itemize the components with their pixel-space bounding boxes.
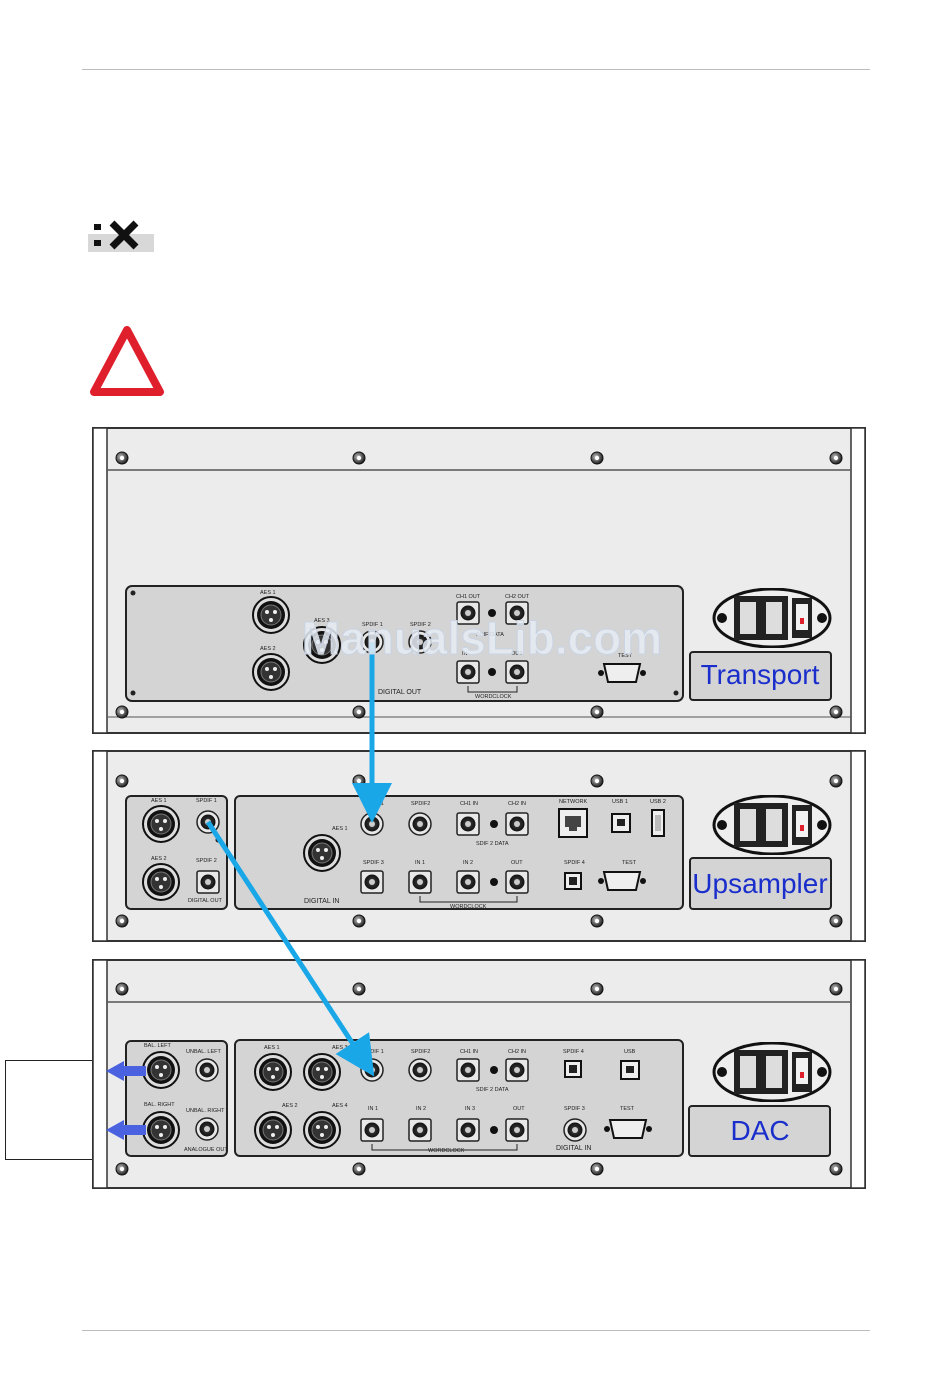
upsampler-ch2in-label: CH2 IN	[508, 801, 526, 807]
dac-spdif4-label: SPDIF 4	[563, 1049, 584, 1055]
dac-spdif3-label: SPDIF 3	[564, 1106, 585, 1112]
upsampler-spdif3-label: SPDIF 3	[363, 860, 384, 866]
dac-bal-right-label: BAL. RIGHT	[144, 1102, 175, 1108]
upsampler-out-label: OUT	[511, 860, 523, 866]
dac-aes1-label: AES 1	[264, 1045, 280, 1051]
dac-out-label: OUT	[513, 1106, 525, 1112]
dac-sdif2-label: SDIF 2 DATA	[476, 1087, 509, 1093]
warning-icon	[90, 326, 164, 396]
dac-analogue-out-label: ANALOGUE OUT	[184, 1147, 228, 1153]
upsampler-unit: AES 1 AES 2 SPDIF 1 SPDIF 2 DIGITAL OUT …	[92, 750, 866, 942]
transport-wordclock-label: WORDCLOCK	[475, 694, 512, 700]
dac-bal-left-label: BAL. LEFT	[144, 1043, 172, 1049]
dac-unbal-left-label: UNBAL. LEFT	[186, 1049, 221, 1055]
upsampler-aes2-label: AES 2	[151, 856, 167, 862]
dac-label: DAC	[730, 1115, 789, 1146]
analogue-right-arrow	[106, 1120, 146, 1140]
dac-aes2-label: AES 2	[282, 1103, 298, 1109]
upsampler-network-label: NETWORK	[559, 799, 587, 805]
upsampler-spdif2-in-label: SPDIF2	[411, 801, 430, 807]
dac-wordclock-label: WORDCLOCK	[428, 1148, 465, 1154]
upsampler-label: Upsampler	[692, 868, 827, 899]
dac-test-label: TEST	[620, 1106, 635, 1112]
transport-unit: AES 1 AES 2 AES 3 SPDIF 1 SPDIF 2 DIGITA…	[92, 427, 866, 734]
upsampler-sdif2-label: SDIF 2 DATA	[476, 841, 509, 847]
footer-rule	[82, 1330, 870, 1331]
transport-aes2-label: AES 2	[260, 646, 276, 652]
upsampler-spdif1-label: SPDIF 1	[196, 798, 217, 804]
upsampler-spdif4-label: SPDIF 4	[564, 860, 585, 866]
upsampler-usb1-label: USB 1	[612, 799, 628, 805]
dac-in1-label: IN 1	[368, 1106, 378, 1112]
upsampler-spdif2-label: SPDIF 2	[196, 858, 217, 864]
upsampler-aes1-label: AES 1	[151, 798, 167, 804]
dac-in2-label: IN 2	[416, 1106, 426, 1112]
dac-aes4-label: AES 4	[332, 1103, 348, 1109]
upsampler-digital-out-label: DIGITAL OUT	[188, 898, 223, 904]
header-rule	[82, 69, 870, 70]
upsampler-ch1in-label: CH1 IN	[460, 801, 478, 807]
transport-aes1-label: AES 1	[260, 590, 276, 596]
cable-upsampler-to-dac	[205, 820, 375, 1077]
close-icon	[88, 220, 154, 252]
analogue-left-arrow	[106, 1061, 146, 1081]
transport-ch2out-label: CH2 OUT	[505, 594, 530, 600]
upsampler-digital-in-label: DIGITAL IN	[304, 898, 339, 905]
upsampler-wordclock-label: WORDCLOCK	[450, 904, 487, 910]
transport-aes3-label: AES 3	[314, 618, 330, 624]
transport-test-label: TEST	[618, 653, 633, 659]
dac-in3-label: IN 3	[465, 1106, 475, 1112]
dac-unit: BAL. LEFT BAL. RIGHT UNBAL. LEFT UNBAL. …	[92, 959, 866, 1189]
watermark: ManualsLib.com	[302, 612, 662, 664]
transport-spdif1-label: SPDIF 1	[362, 622, 383, 628]
dac-spdif1-label: SPDIF 1	[363, 1049, 384, 1055]
transport-label: Transport	[701, 659, 820, 690]
transport-out-label: OUT	[511, 651, 523, 657]
dac-unbal-right-label: UNBAL. RIGHT	[186, 1108, 225, 1114]
dac-digital-in-label: DIGITAL IN	[556, 1145, 591, 1152]
connection-diagram: AES 1 AES 2 AES 3 SPDIF 1 SPDIF 2 DIGITA…	[92, 427, 866, 1189]
transport-digital-out-label: DIGITAL OUT	[378, 689, 422, 696]
dac-ch2in-label: CH2 IN	[508, 1049, 526, 1055]
upsampler-usb2-label: USB 2	[650, 799, 666, 805]
transport-in-label: IN	[462, 651, 468, 657]
transport-ch1out-label: CH1 OUT	[456, 594, 481, 600]
dac-ch1in-label: CH1 IN	[460, 1049, 478, 1055]
dac-usb-label: USB	[624, 1049, 636, 1055]
transport-sdif-label: SDIF DATA	[476, 632, 504, 638]
upsampler-test-label: TEST	[622, 860, 637, 866]
dac-spdif2-label: SPDIF2	[411, 1049, 430, 1055]
upsampler-in1-label: IN 1	[415, 860, 425, 866]
dac-aes3-label: AES 3	[332, 1045, 348, 1051]
upsampler-aes-in-label: AES 1	[332, 826, 348, 832]
upsampler-in2-label: IN 2	[463, 860, 473, 866]
transport-spdif2-label: SPDIF 2	[410, 622, 431, 628]
